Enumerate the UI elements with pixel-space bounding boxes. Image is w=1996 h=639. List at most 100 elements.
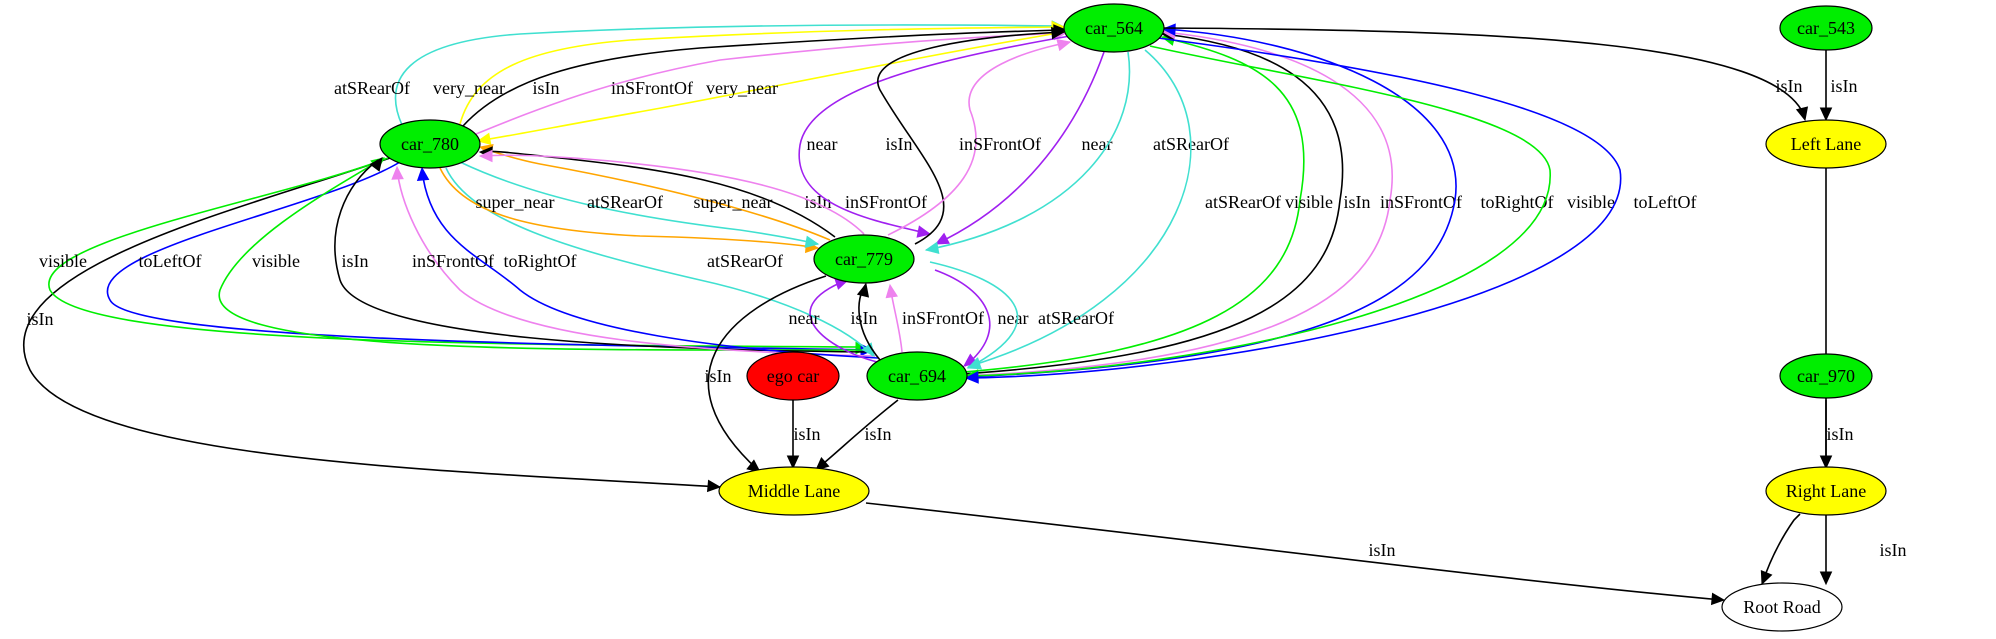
edge-car_564-car_780-very_near: very_near — [476, 31, 1065, 145]
edge-label: atSRearOf — [707, 251, 783, 271]
node-left-lane[interactable]: Left Lane — [1765, 119, 1887, 169]
arrowhead — [786, 455, 800, 470]
edge-label: isIn — [705, 366, 732, 386]
edge-car_564-car_779-near: near — [798, 35, 1071, 238]
arrowhead — [1819, 107, 1833, 122]
edge-line — [481, 154, 865, 235]
edge-middle_lane-root_road-isIn: isIn — [865, 502, 1726, 606]
edge-line — [969, 49, 1192, 367]
edge-line — [1163, 27, 1806, 119]
arrowhead — [416, 166, 430, 182]
node-car-564[interactable]: car_564 — [1063, 3, 1165, 53]
edge-line — [877, 31, 1065, 245]
node-label: Middle Lane — [748, 481, 840, 501]
edge-label: inSFrontOf — [845, 192, 927, 212]
node-root-road[interactable]: Root Road — [1721, 582, 1843, 632]
node-ellipse — [1063, 3, 1165, 53]
edge-line — [965, 28, 1457, 378]
edge-line — [965, 37, 1622, 379]
edge-line — [967, 45, 1551, 377]
edge-label: isIn — [865, 424, 892, 444]
arrowhead — [478, 149, 493, 163]
node-ego-car[interactable]: ego car — [746, 351, 840, 401]
node-car-970[interactable]: car_970 — [1779, 353, 1873, 399]
node-car-694[interactable]: car_694 — [866, 351, 968, 401]
edge-label: isIn — [1369, 540, 1396, 560]
edge-label: super_near — [694, 192, 773, 212]
edge-label: inSFrontOf — [611, 78, 693, 98]
edge-label: toLeftOf — [1634, 192, 1697, 212]
node-car-543[interactable]: car_543 — [1779, 5, 1873, 51]
edge-label: near — [789, 308, 820, 328]
arrowhead — [1819, 571, 1833, 586]
arrowhead — [391, 165, 404, 180]
edge-label: atSRearOf — [334, 78, 410, 98]
edge-label: toRightOf — [1480, 192, 1553, 212]
edge-car_694-car_564-inSFrontOf: inSFrontOf — [961, 26, 1462, 377]
edge-label: near — [807, 134, 838, 154]
edge-line — [459, 26, 1063, 125]
edge-label: super_near — [476, 192, 555, 212]
edge-line — [22, 157, 721, 488]
node-label: car_970 — [1797, 366, 1855, 386]
edge-car_970-right_lane-isIn: isIn — [1819, 400, 1854, 470]
edge-label: isIn — [794, 424, 821, 444]
edge-label: very_near — [706, 78, 778, 98]
node-car-779[interactable]: car_779 — [813, 234, 915, 284]
node-ellipse — [1721, 582, 1843, 632]
edge-label: inSFrontOf — [902, 308, 984, 328]
edge-car_694-car_564-toRightOf: toRightOf — [965, 23, 1554, 378]
edge-label: inSFrontOf — [959, 134, 1041, 154]
edge-car_780-middle_lane-isIn: isIn — [22, 157, 722, 493]
node-ellipse — [813, 234, 915, 284]
arrowhead — [1710, 592, 1726, 606]
arrowhead — [964, 371, 979, 384]
edge-line — [925, 51, 1131, 251]
edge-line — [963, 37, 1305, 373]
edge-line — [865, 502, 1723, 601]
arrowhead — [804, 235, 820, 248]
edge-label: atSRearOf — [1205, 192, 1281, 212]
arrowhead — [1760, 570, 1773, 586]
edge-line — [459, 161, 819, 245]
edge-label: isIn — [1827, 424, 1854, 444]
node-label: car_780 — [401, 134, 459, 154]
edge-right_lane-root_road-isIn: isIn — [1760, 513, 1907, 586]
edge-line — [809, 279, 878, 363]
edge-car_564-car_694-toLeftOf: toLeftOf — [964, 37, 1697, 384]
edge-line — [394, 24, 1061, 126]
node-middle-lane[interactable]: Middle Lane — [718, 466, 870, 516]
edge-label: atSRearOf — [587, 192, 663, 212]
edge-car_779-car_564-isIn: isIn — [877, 26, 1066, 245]
edge-line — [218, 157, 871, 351]
edge-line — [929, 261, 1019, 369]
node-label: ego car — [767, 366, 819, 386]
node-ellipse — [718, 466, 870, 516]
node-label: car_564 — [1085, 18, 1143, 38]
node-right-lane[interactable]: Right Lane — [1765, 466, 1887, 516]
edge-car_694-car_779-inSFrontOf: inSFrontOf — [885, 283, 984, 353]
edge-label: inSFrontOf — [1380, 192, 1462, 212]
edge-label: isIn — [533, 78, 560, 98]
edge-ego_car-middle_lane-isIn: isIn — [786, 400, 821, 470]
node-ellipse — [1765, 466, 1887, 516]
edge-label: visible — [39, 251, 87, 271]
edge-car_564-car_694-visible: visible — [964, 45, 1615, 382]
arrowhead — [1795, 106, 1809, 122]
node-label: car_694 — [888, 366, 946, 386]
edge-label: very_near — [433, 78, 505, 98]
edge-car_780-car_694-toLeftOf: toLeftOf — [106, 161, 875, 357]
edge-line — [106, 161, 873, 351]
edge-car_779-middle_lane-isIn: isIn — [705, 275, 827, 473]
edge-label: isIn — [27, 309, 54, 329]
node-car-780[interactable]: car_780 — [379, 119, 481, 169]
edge-car_694-car_564-isIn: isIn — [961, 28, 1371, 375]
edge-label: isIn — [1344, 192, 1371, 212]
edge-car_779-car_564-inSFrontOf: inSFrontOf — [887, 38, 1072, 236]
edge-line — [798, 35, 1071, 235]
edge-car_779-car_780-inSFrontOf: inSFrontOf — [478, 149, 927, 235]
node-ellipse — [1779, 5, 1873, 51]
edge-label: isIn — [851, 308, 878, 328]
edge-car_694-car_779-isIn: isIn — [851, 282, 881, 361]
